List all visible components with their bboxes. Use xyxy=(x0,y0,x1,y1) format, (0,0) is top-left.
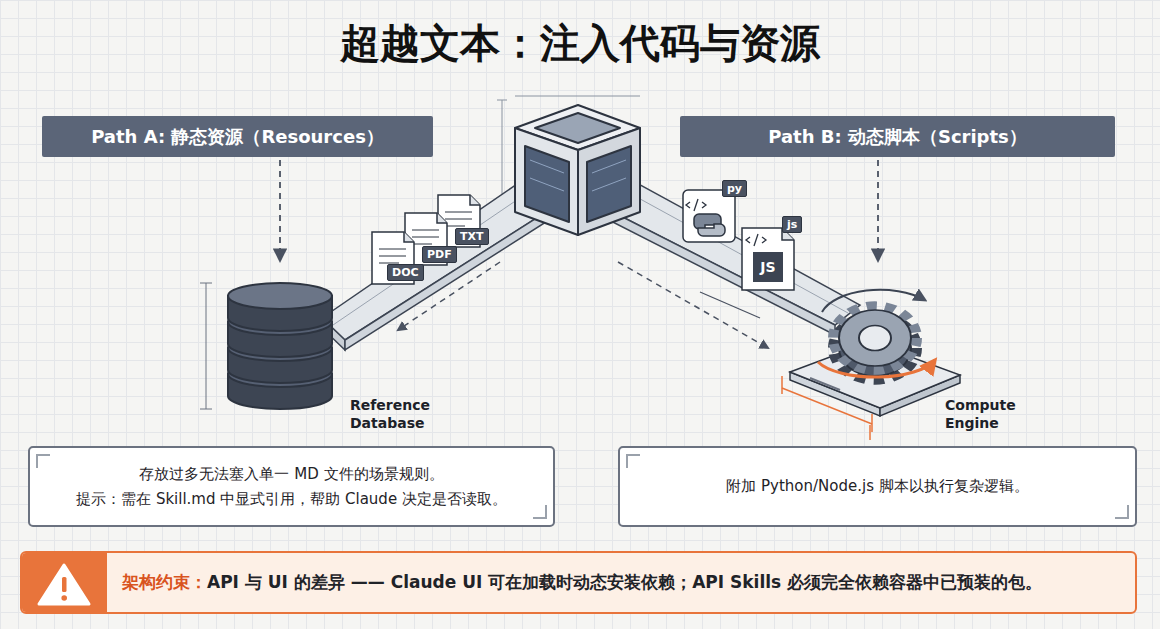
component-label: Compute Engine xyxy=(945,396,1023,432)
warning-band: 架构约束：API 与 UI 的差异 —— Claude UI 可在加载时动态安装… xyxy=(20,551,1137,614)
header-text: Path B: 动态脚本（Scripts） xyxy=(768,125,1027,149)
warning-icon-block xyxy=(22,553,107,612)
corner-bracket xyxy=(36,454,50,468)
python-icon xyxy=(683,190,735,242)
warning-heading: 架构约束： xyxy=(122,572,207,592)
gear xyxy=(835,307,915,379)
engine-node: Compute Engine xyxy=(780,262,1025,436)
component-label: Reference Database xyxy=(350,396,438,432)
database-cylinder xyxy=(228,283,332,409)
dimension-line xyxy=(200,283,212,409)
header-text: Path A: 静态资源（Resources） xyxy=(91,125,384,149)
file-type-tag: TXT xyxy=(455,228,489,245)
rotation-arrow xyxy=(818,360,935,377)
corner-bracket xyxy=(626,454,640,468)
file-type-tag: py xyxy=(722,180,747,197)
rotation-arrow xyxy=(822,290,925,312)
dashed-arrow xyxy=(279,160,281,260)
description-box: 附加 Python/Node.js 脚本以执行复杂逻辑。 xyxy=(618,446,1137,527)
description-text: 存放过多无法塞入单一 MD 文件的场景规则。 xyxy=(139,462,443,487)
description-text: 附加 Python/Node.js 脚本以执行复杂逻辑。 xyxy=(726,474,1028,499)
logo-label: JS xyxy=(753,252,783,282)
warning-icon xyxy=(22,553,107,612)
path-header: Path B: 动态脚本（Scripts） xyxy=(680,116,1115,157)
corner-bracket xyxy=(1115,505,1129,519)
path-header: Path A: 静态资源（Resources） xyxy=(42,116,433,157)
diagram-title: 超越文本：注入代码与资源 xyxy=(0,16,1160,71)
warning-line: 架构约束：API 与 UI 的差异 —— Claude UI 可在加载时动态安装… xyxy=(122,571,1042,594)
warning-text-row: 架构约束：API 与 UI 的差异 —— Claude UI 可在加载时动态安装… xyxy=(122,553,1123,612)
file-type-tag: js xyxy=(782,216,802,233)
description-text: 提示：需在 Skill.md 中显式引用，帮助 Claude 决定是否读取。 xyxy=(76,487,507,512)
file-type-tag: DOC xyxy=(387,264,424,281)
js-icon xyxy=(742,228,794,290)
warning-body: API 与 UI 的差异 —— Claude UI 可在加载时动态安装依赖；AP… xyxy=(207,572,1042,592)
description-box: 存放过多无法塞入单一 MD 文件的场景规则。提示：需在 Skill.md 中显式… xyxy=(28,446,555,527)
file-type-tag: PDF xyxy=(422,246,457,263)
orange-dimension xyxy=(782,376,872,440)
corner-bracket xyxy=(533,505,547,519)
central-cube xyxy=(515,105,640,235)
database-node: Reference Database xyxy=(200,262,440,436)
flow-line xyxy=(700,292,760,318)
dashed-arrow xyxy=(877,160,879,260)
